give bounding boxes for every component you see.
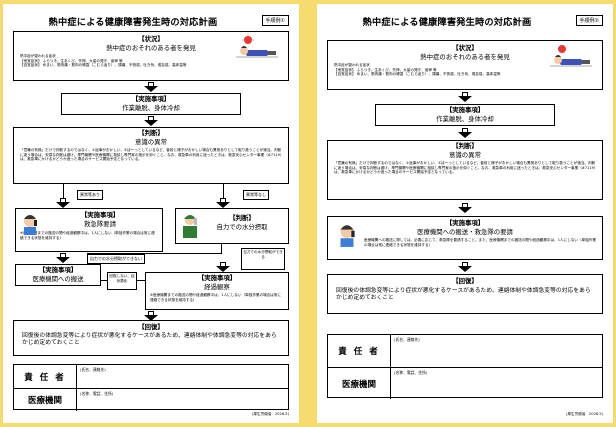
procedure-tag: 手順例②	[575, 15, 603, 26]
responsible-row: 責 任 者 (氏名、連絡先)	[328, 335, 602, 367]
contact-table: 責 任 者 (氏名、連絡先) 医療機関 (名称、電話、住所)	[327, 334, 603, 399]
down-arrow	[144, 116, 158, 126]
judgement-2-main: 自力での水分摂取	[216, 222, 268, 231]
observation-body: ※医療機関までの搬送の間や経過観察中は、1人にしない（単独作業の場合は常に連絡で…	[150, 292, 282, 302]
down-arrow	[458, 92, 472, 102]
observation-main: 経過観察	[204, 282, 230, 291]
connector-line	[87, 253, 221, 254]
action-2-box: 【実施事項】 医療機関への搬送・救急隊の要請 医療機関への搬送に際しては、必要に…	[327, 216, 603, 260]
procedure-sheet-2: 熱中症による健康障害発生時の対応計画 手順例② 【状況】 熱中症のおそれのある者…	[317, 4, 613, 423]
situation-box: 【状況】 熱中症のおそれのある者を発見 熱中症が疑われる症状 【他覚症状】 ふら…	[13, 31, 289, 81]
sheet-title: 熱中症による健康障害発生時の対応計画	[362, 17, 532, 28]
action-1-heading: 【実施事項】	[445, 106, 485, 114]
down-arrow	[458, 262, 472, 272]
medical-row: 医療機関 (名称、電話、住所)	[14, 388, 288, 411]
action-2-body: 医療機関への搬送に際しては、必要に応じて、救急隊を要請すること。また、医療機関ま…	[364, 237, 596, 247]
procedure-tag: 手順例①	[261, 15, 289, 26]
down-arrow	[458, 203, 472, 213]
normal-label: 異常等なし	[243, 190, 269, 200]
no-recovery-note: 回復しない、症状悪化	[107, 272, 137, 290]
phone-caller-icon	[340, 225, 355, 247]
medical-hint: (名称、電話、住所)	[394, 370, 428, 375]
situation-heading: 【状況】	[138, 35, 164, 43]
action-1-main: 作業離脱、身体冷却	[122, 103, 180, 112]
transport-box: 【実施事項】 医療機関への搬送	[15, 264, 101, 286]
recovery-body: 回復後の体調急変等により症状が悪化するケースがあるため、連絡体制や体調急変等の対…	[22, 332, 277, 346]
judgement-main: 意識の異常	[135, 137, 167, 146]
phone-caller-icon	[24, 215, 37, 235]
footer-note: (厚生労働省 2026.5)	[252, 412, 289, 416]
transport-main: 医療機関への搬送	[32, 274, 84, 283]
situation-heading: 【状況】	[452, 44, 478, 52]
action-1-heading: 【実施事項】	[131, 95, 171, 103]
situation-line-1: 熱中症が疑われる症状	[334, 62, 370, 67]
sheet-title: 熱中症による健康障害発生時の対応計画	[48, 17, 218, 28]
situation-main: 熱中症のおそれのある者を発見	[106, 43, 196, 52]
medical-label: 医療機関	[14, 389, 77, 411]
judgement-box: 【判断】 意識の異常 「意識の有無」だけで判断するのではなく、①返事がおかしい、…	[13, 127, 289, 184]
emergency-heading: 【実施事項】	[80, 211, 120, 219]
medical-hint: (名称、電話、住所)	[80, 391, 114, 396]
responsible-label: 責 任 者	[328, 335, 391, 367]
judgement-2-heading: 【判断】	[229, 214, 255, 222]
contact-table: 責 任 者 (氏名、連絡先) 医療機関 (名称、電話、住所)	[13, 364, 289, 411]
connector-line	[137, 280, 145, 281]
footer-note: (厚生労働省 2026.5)	[566, 412, 603, 416]
collapsed-worker-illustration	[550, 45, 592, 67]
responsible-label: 責 任 者	[14, 365, 77, 388]
procedure-sheet-1: 熱中症による健康障害発生時の対応計画 手順例① 【状況】 熱中症のおそれのある者…	[3, 4, 299, 423]
emergency-box: 【実施事項】 救急隊要請 ※医療機関までの搬送の間や経過観察中は、1人にしない（…	[15, 208, 163, 252]
recovery-heading: 【回復】	[452, 277, 478, 285]
situation-line-2: 【他覚症状】 ふらつき、生あくび、失神、大量の発汗、痙攣 等	[20, 58, 123, 63]
recovery-box: 【回復】 回復後の体調急変等により症状が悪化するケースがあるため、連絡体制や体調…	[13, 320, 289, 356]
can-drink-note: 自力での水分摂取ができる	[241, 248, 285, 270]
recovery-box: 【回復】 回復後の体調急変等により症状が悪化するケースがあるため、連絡体制や体調…	[327, 274, 603, 314]
judgement-2-box: 【判断】 自力での水分摂取	[175, 208, 289, 244]
judgement-body: 「意識の有無」だけで判断するのではなく、①返事がおかしい、②ぼーっとしているなど…	[20, 147, 282, 162]
observation-heading: 【実施事項】	[197, 274, 237, 282]
down-arrow	[144, 311, 158, 321]
situation-box: 【状況】 熱中症のおそれのある者を発見 熱中症が疑われる症状 【他覚症状】 ふら…	[327, 40, 603, 90]
situation-line-1: 熱中症が疑われる症状	[20, 53, 56, 58]
down-arrow	[458, 128, 472, 138]
judgement-box: 【判断】 意識の異常 「意識の有無」だけで判断するのではなく、①返事がおかしい、…	[327, 140, 603, 200]
down-arrow	[56, 198, 70, 208]
drinking-worker-icon	[183, 215, 197, 238]
situation-main: 熱中症のおそれのある者を発見	[420, 52, 510, 61]
judgement-heading: 【判断】	[138, 129, 164, 137]
down-arrow	[144, 82, 158, 92]
observation-box: 【実施事項】 経過観察 ※医療機関までの搬送の間や経過観察中は、1人にしない（単…	[145, 272, 289, 310]
down-arrow	[216, 198, 230, 208]
down-arrow	[216, 262, 230, 272]
responsible-hint: (氏名、連絡先)	[80, 367, 106, 372]
recovery-body: 回復後の体調急変等により症状が悪化するケースがあるため、連絡体制や体調急変等の対…	[336, 287, 591, 301]
recovery-heading: 【回復】	[138, 323, 164, 331]
connector-line	[221, 244, 223, 254]
collapsed-worker-illustration	[236, 34, 278, 58]
situation-line-3: 【自覚症状】 めまい、筋肉痛・筋肉の硬直（こむら返り）、頭痛、不快感、吐き気、倦…	[20, 63, 187, 68]
judgement-heading: 【判断】	[452, 142, 478, 150]
medical-label: 医療機関	[328, 368, 391, 399]
down-arrow	[56, 253, 70, 263]
emergency-main: 救急隊要請	[84, 219, 116, 228]
emergency-body: ※医療機関までの搬送の間や経過観察中は、1人にしない（単独作業の場合は常に連絡で…	[20, 230, 155, 240]
judgement-body: 「意識の有無」だけで判断するのではなく、①返事がおかしい、②ぼーっとしているなど…	[334, 160, 596, 175]
action-2-heading: 【実施事項】	[445, 219, 485, 227]
action-1-box: 【実施事項】 作業離脱、身体冷却	[375, 104, 555, 126]
connector-line	[101, 280, 107, 281]
responsible-hint: (氏名、連絡先)	[394, 337, 420, 342]
action-1-box: 【実施事項】 作業離脱、身体冷却	[61, 93, 241, 115]
judgement-main: 意識の異常	[449, 150, 481, 159]
branch-line	[223, 184, 225, 200]
cannot-drink-label: 自力での水分摂取ができない	[87, 254, 145, 264]
branch-line	[63, 184, 65, 200]
transport-heading: 【実施事項】	[38, 266, 78, 274]
situation-line-3: 【自覚症状】 めまい、筋肉痛・筋肉の硬直（こむら返り）、頭痛、不快感、吐き気、倦…	[334, 72, 501, 77]
situation-line-2: 【他覚症状】 ふらつき、生あくび、失神、大量の発汗、痙攣 等	[334, 67, 437, 72]
medical-row: 医療機関 (名称、電話、住所)	[328, 367, 602, 399]
action-1-main: 作業離脱、身体冷却	[436, 114, 494, 123]
abnormal-label: 異常等あり	[77, 190, 103, 200]
action-2-main: 医療機関への搬送・救急隊の要請	[417, 227, 513, 236]
responsible-row: 責 任 者 (氏名、連絡先)	[14, 365, 288, 388]
